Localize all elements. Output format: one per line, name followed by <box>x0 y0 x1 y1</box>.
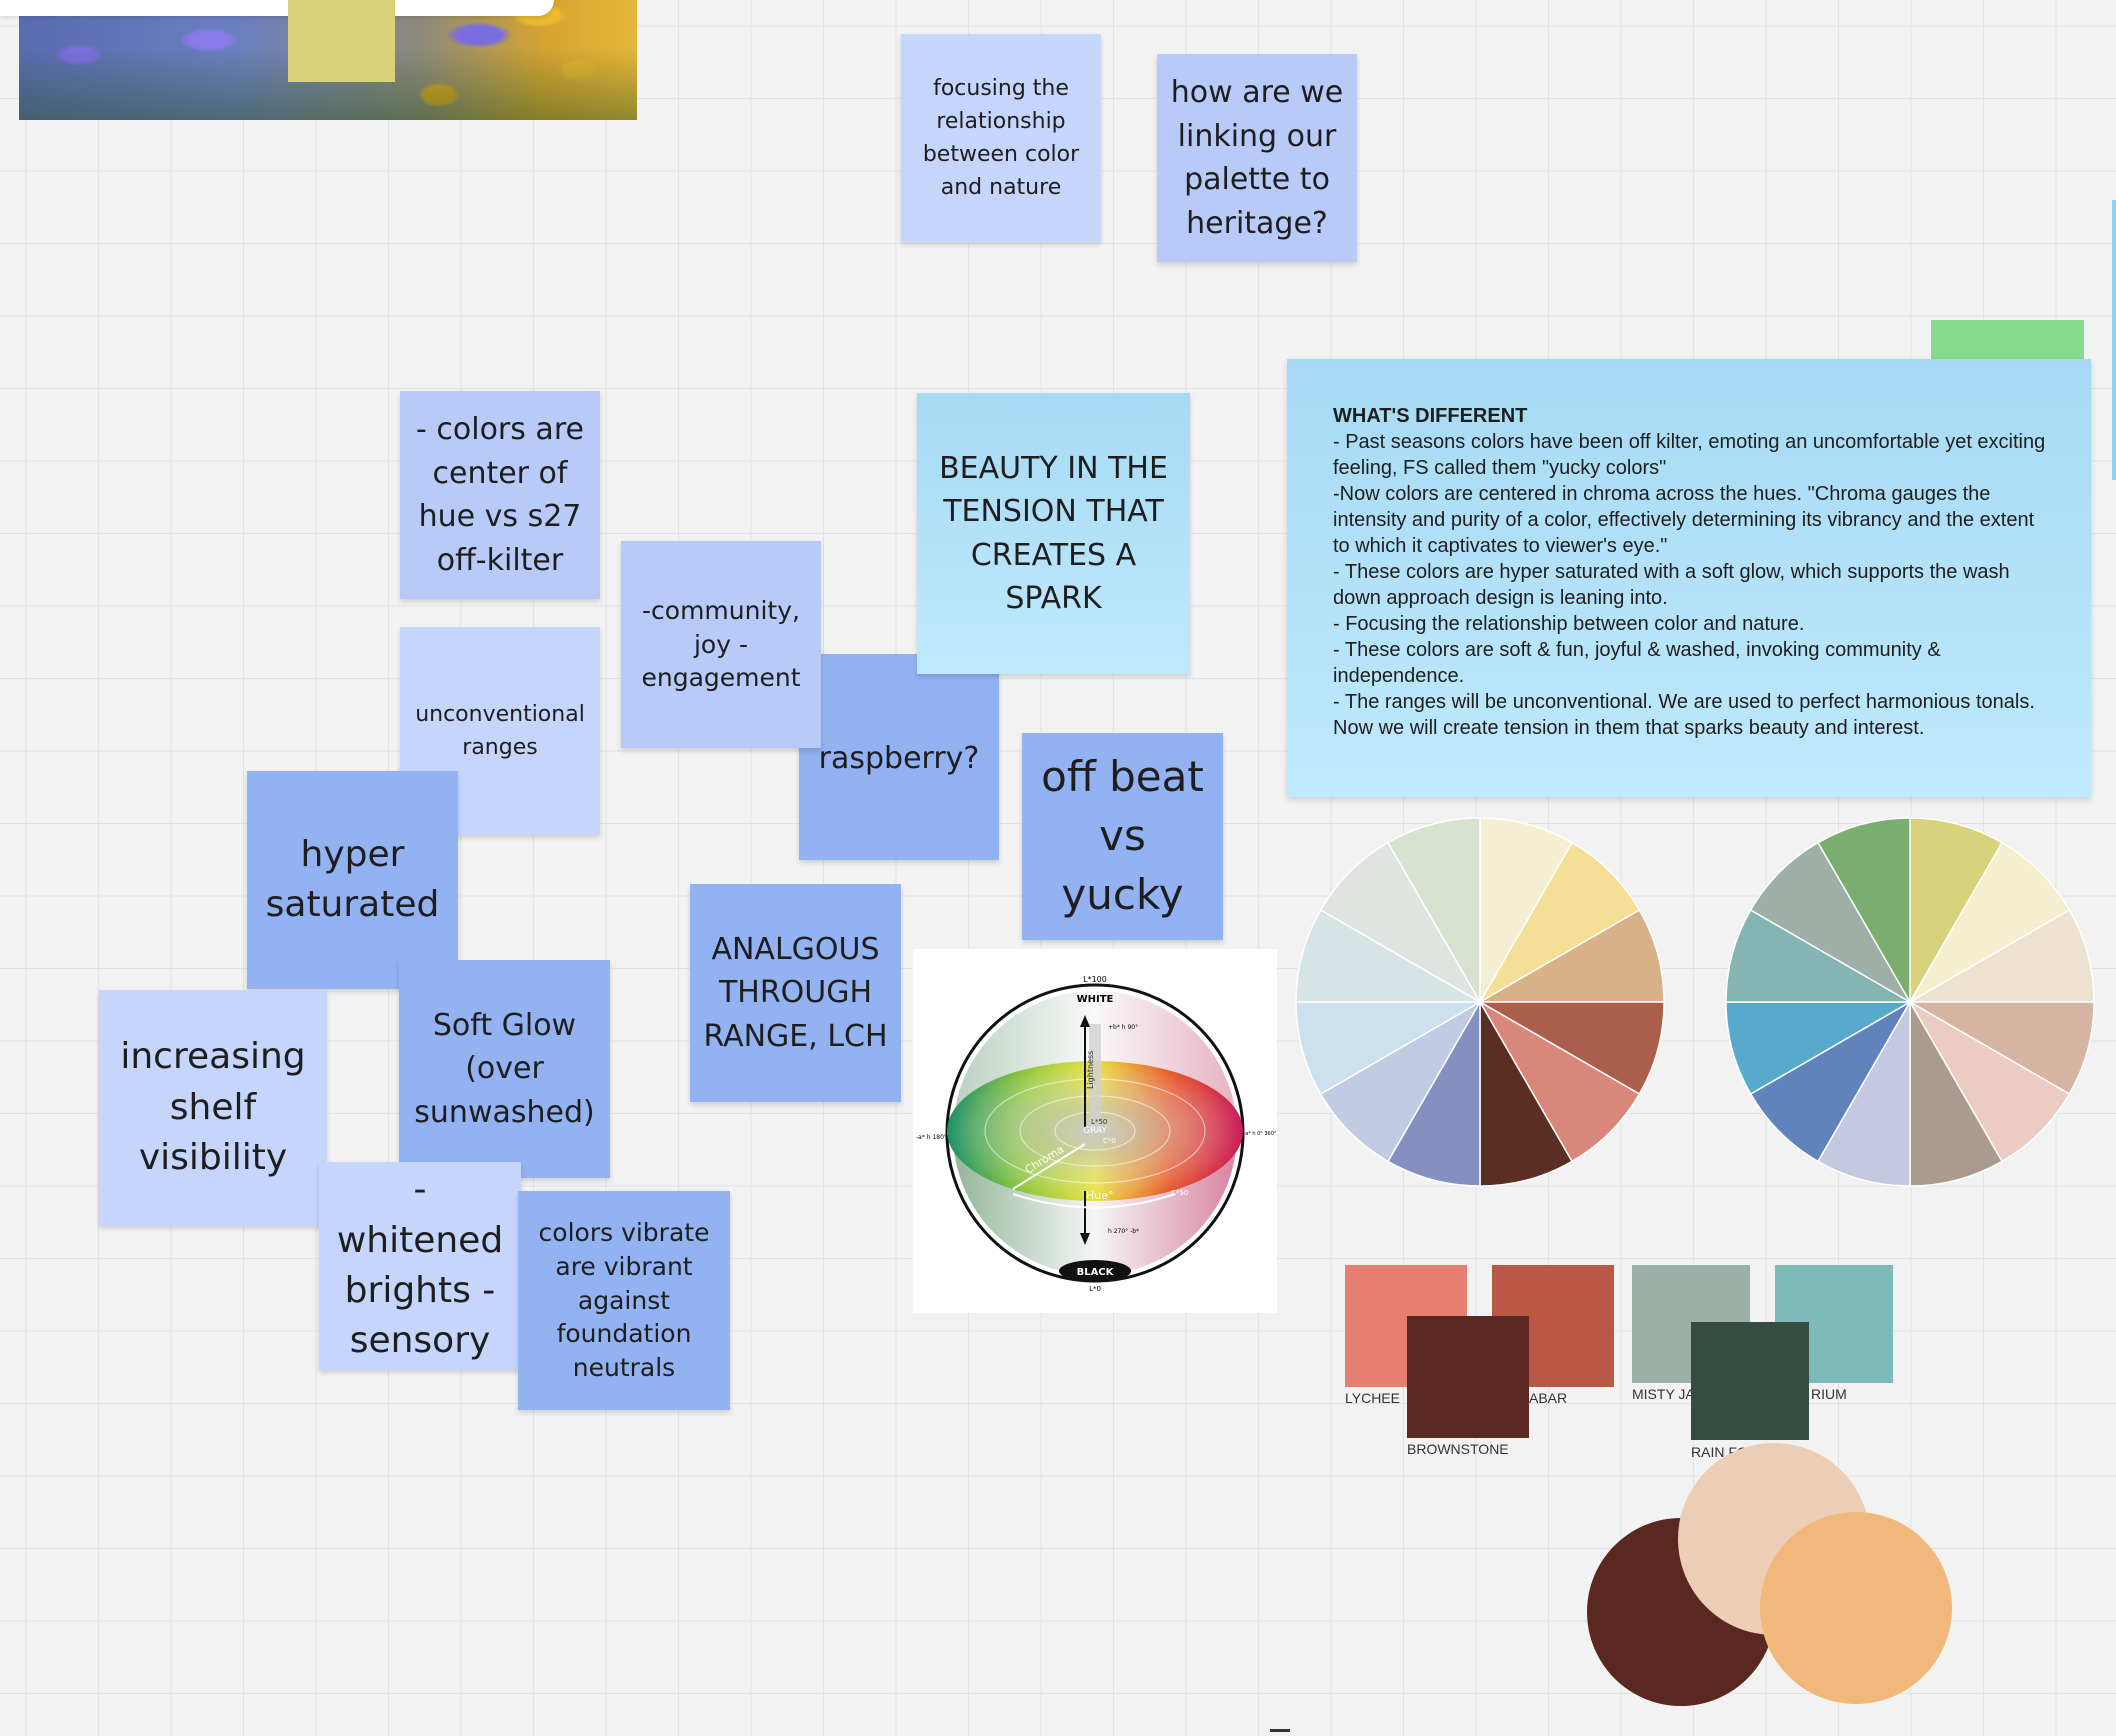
sticky-text: BEAUTY IN THE TENSION THAT CREATES A SPA… <box>939 450 1168 617</box>
sticky-text: how are we linking our palette to herita… <box>1170 75 1344 241</box>
black-arrow-head <box>1080 1233 1090 1245</box>
wheel-segment <box>1386 999 1481 1187</box>
wheel-segment <box>1319 999 1483 1163</box>
sticky-analogous[interactable]: ANALGOUS THROUGH RANGE, LCH <box>690 884 901 1102</box>
wheel-segment <box>1725 908 1913 1003</box>
sticky-text: unconventional ranges <box>415 702 585 760</box>
color-wheel-cool-svg <box>1725 817 2095 1187</box>
black-base <box>1059 1260 1131 1282</box>
lch-diagram-svg: L*100 WHITE Lightness GRAY C*0 L*50 Chro… <box>916 975 1277 1293</box>
sticky-raspberry[interactable]: raspberry? <box>799 654 999 860</box>
color-wheel-warm[interactable] <box>1294 816 1666 1188</box>
sticky-colors-vibrate[interactable]: colors vibrate are vibrant against found… <box>518 1191 730 1410</box>
lch-gray-label: GRAY <box>1083 1126 1107 1136</box>
wheel-segment <box>1749 999 1913 1163</box>
sticky-focusing-nature[interactable]: focusing the relationship between color … <box>901 34 1101 242</box>
wheel-segment <box>1907 999 2071 1163</box>
swatch-rain-forest[interactable] <box>1691 1322 1809 1440</box>
sticky-community[interactable]: -community, joy - engagement <box>621 541 821 748</box>
sticky-text: off beat vs yucky <box>1041 752 1204 919</box>
sticky-colors-center[interactable]: - colors are center of hue vs s27 off-ki… <box>400 391 600 599</box>
wheel-segment <box>1295 1001 1483 1096</box>
wheel-segment <box>1907 1001 2095 1096</box>
swatch-brownstone[interactable] <box>1407 1316 1529 1438</box>
yellow-block[interactable] <box>288 0 395 82</box>
edge-accent <box>2112 200 2116 480</box>
whats-different-line: - These colors are hyper saturated with … <box>1333 561 2010 609</box>
whats-different-line: - Past seasons colors have been off kilt… <box>1333 431 2046 479</box>
lch-c0-label: C*0 <box>1103 1137 1116 1145</box>
wheel-segment <box>1909 817 2004 1005</box>
sticky-text: -whitened brights - sensory <box>336 1169 504 1362</box>
lch-top-label: L*100 <box>1083 975 1107 984</box>
sticky-heritage[interactable]: how are we linking our palette to herita… <box>1157 54 1357 262</box>
card-edge <box>0 0 554 16</box>
lch-white-label: WHITE <box>1077 994 1114 1005</box>
lch-hue-label: Hue° <box>1086 1189 1114 1202</box>
sticky-whitened-brights[interactable]: -whitened brights - sensory <box>319 1162 521 1370</box>
lch-h180-label: -a* h 180° <box>916 1134 947 1141</box>
lightness-arrow-head <box>1080 1015 1090 1027</box>
lch-c50-label: C*50 <box>1171 1189 1188 1197</box>
swatch-label: ABAR <box>1529 1390 1568 1406</box>
color-wheel-cool[interactable] <box>1724 816 2096 1188</box>
sticky-shelf-visibility[interactable]: increasing shelf visibility <box>99 990 327 1226</box>
whats-different-line: -Now colors are centered in chroma acros… <box>1333 483 2035 557</box>
sticky-text: hyper saturated <box>265 833 440 925</box>
swatch-label: LYCHEE <box>1345 1390 1400 1406</box>
sticky-soft-glow[interactable]: Soft Glow (over sunwashed) <box>399 960 610 1178</box>
wheel-segment <box>1816 999 1911 1187</box>
whats-different-note[interactable]: WHAT'S DIFFERENT - Past seasons colors h… <box>1287 359 2091 797</box>
sticky-text: focusing the relationship between color … <box>922 76 1080 200</box>
swatch-label: BROWNSTONE <box>1407 1441 1509 1457</box>
hue-arrow <box>1012 1193 1176 1209</box>
wheel-segment <box>1386 817 1481 1005</box>
lch-l50-label: L*50 <box>1091 1118 1107 1126</box>
sticky-offbeat[interactable]: off beat vs yucky <box>1022 733 1223 940</box>
wheel-segment <box>1907 841 2071 1005</box>
sticky-beauty-tension[interactable]: BEAUTY IN THE TENSION THAT CREATES A SPA… <box>917 393 1190 674</box>
lch-h90-label: +b* h 90° <box>1108 1024 1138 1031</box>
sticky-text: ANALGOUS THROUGH RANGE, LCH <box>703 931 888 1054</box>
wheel-segment <box>1749 841 1913 1005</box>
whats-different-line: - Focusing the relationship between colo… <box>1333 613 1805 635</box>
wheel-segment <box>1479 817 1574 1005</box>
bottom-marker <box>1270 1729 1290 1732</box>
sticky-text: Soft Glow (over sunwashed) <box>414 1007 595 1130</box>
lch-bottom-label: L*0 <box>1089 1285 1101 1293</box>
sticky-text: -community, joy - engagement <box>641 595 801 693</box>
wheel-segment <box>1295 908 1483 1003</box>
wheel-segment <box>1477 999 1641 1163</box>
wheel-segment <box>1479 999 1574 1187</box>
wheel-segment <box>1477 908 1665 1003</box>
wheel-segment <box>1477 1001 1665 1096</box>
lch-lightness-label: Lightness <box>1086 1051 1095 1089</box>
sticky-text: raspberry? <box>818 740 980 776</box>
wheel-segment <box>1319 841 1483 1005</box>
sticky-text: increasing shelf visibility <box>120 1036 306 1179</box>
sticky-text: colors vibrate are vibrant against found… <box>538 1218 710 1383</box>
swatch-label: MISTY JAD <box>1632 1386 1705 1402</box>
circle-apricot[interactable] <box>1760 1512 1952 1704</box>
lch-color-diagram[interactable]: L*100 WHITE Lightness GRAY C*0 L*50 Chro… <box>913 949 1277 1313</box>
lch-h270-label: h 270° -b* <box>1108 1228 1139 1235</box>
sticky-unconventional[interactable]: unconventional ranges <box>400 627 600 835</box>
chroma-arrow <box>1012 1143 1086 1190</box>
lch-black-label: BLACK <box>1077 1267 1115 1278</box>
wheel-segment <box>1725 1001 1913 1096</box>
lightness-axis <box>1089 1024 1101 1132</box>
wheel-segment <box>1907 908 2095 1003</box>
swatch-label: RIUM <box>1811 1386 1847 1402</box>
sticky-text: - colors are center of hue vs s27 off-ki… <box>416 412 584 578</box>
whats-different-title: WHAT'S DIFFERENT <box>1333 405 1528 427</box>
wheel-segment <box>1909 999 2004 1187</box>
wheel-segment <box>1816 817 1911 1005</box>
wheel-segment <box>1477 841 1641 1005</box>
sticky-hyper-saturated[interactable]: hyper saturated <box>247 771 458 989</box>
whats-different-line: - The ranges will be unconventional. We … <box>1333 691 2035 739</box>
whats-different-line: - These colors are soft & fun, joyful & … <box>1333 639 1941 687</box>
lch-h360-label: +a* h 0° 360° <box>1241 1131 1277 1137</box>
color-wheel-warm-svg <box>1295 817 1665 1187</box>
